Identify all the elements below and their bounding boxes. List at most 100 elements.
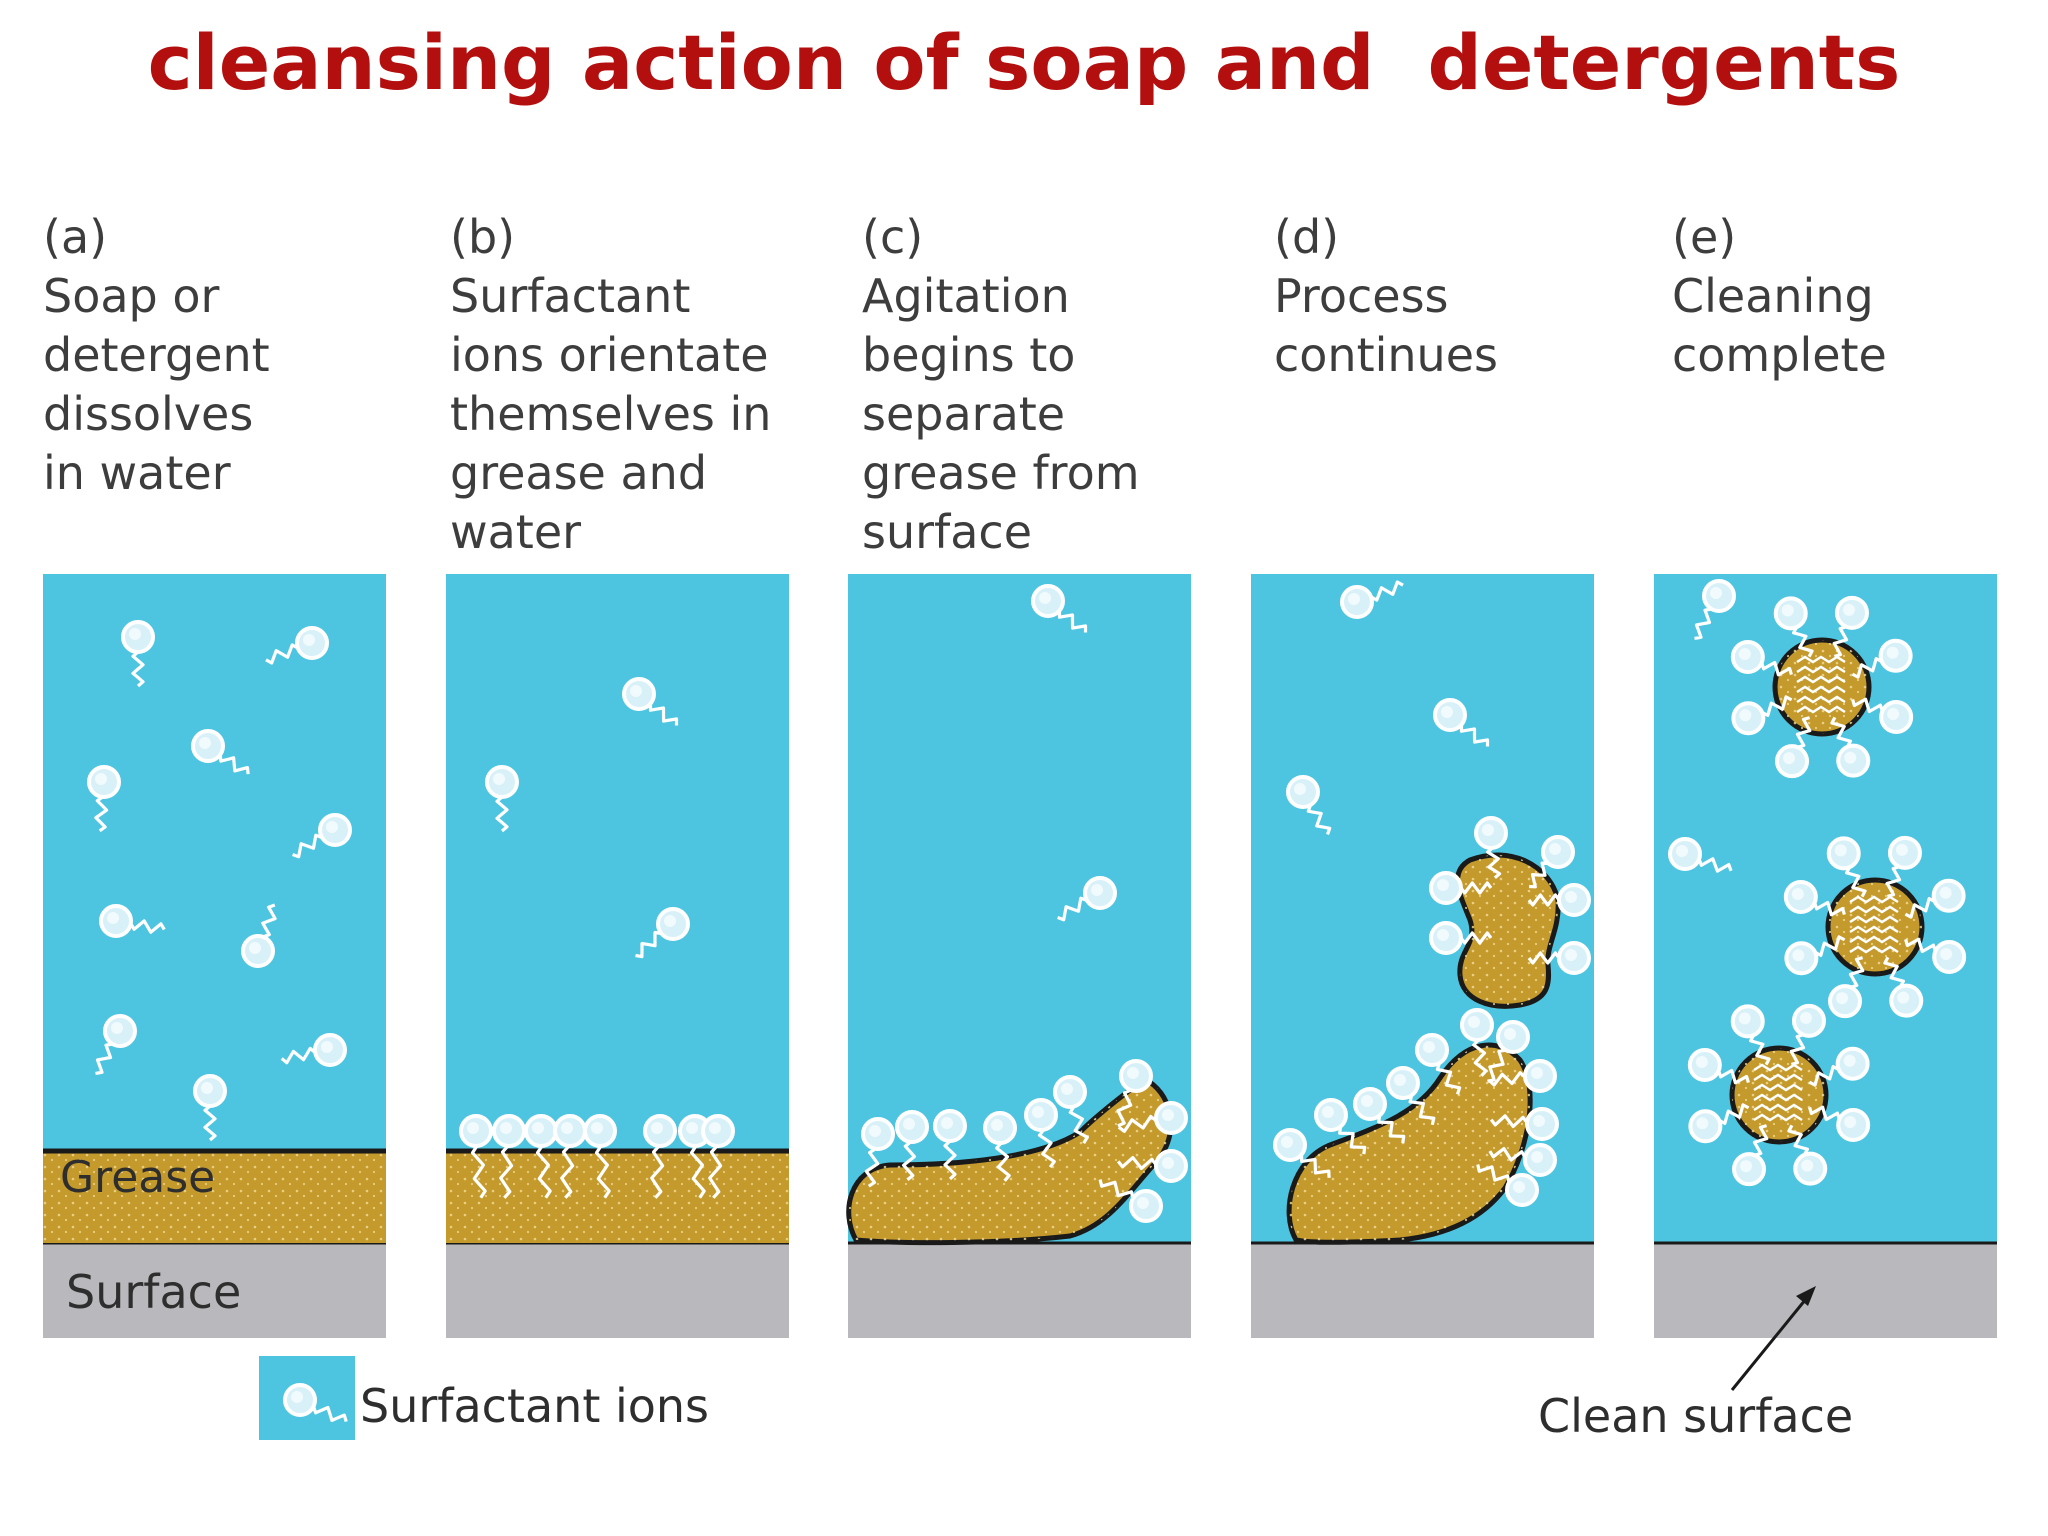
surfactant-ion-icon: [861, 1117, 895, 1188]
grease-blob-c-texture: [848, 1078, 1171, 1243]
surfactant-ion-icon: [1476, 1164, 1539, 1207]
micelle-3-inner-tail: [1753, 1083, 1803, 1092]
panel-e-description: Cleaning complete: [1672, 269, 1887, 382]
panel-e-surface: [1654, 1243, 1997, 1338]
surfactant-ion-icon: [283, 1383, 348, 1423]
surfactant-ions-layer: [87, 579, 1967, 1223]
micelle-1-inner-tail: [1796, 685, 1846, 694]
surfactant-ion-icon: [485, 765, 519, 833]
micelle-1-ion: [1773, 596, 1814, 658]
surfactant-ion-icon: [1386, 1066, 1436, 1126]
panel-a-description: Soap or detergent dissolves in water: [43, 269, 270, 500]
legend: Surfactant ions: [259, 1356, 709, 1440]
surfactant-ion-icon: [1488, 1059, 1557, 1093]
surfactant-ion-icon: [191, 729, 250, 775]
legend-ion: [283, 1383, 348, 1423]
micelle-2-inner-tail: [1849, 915, 1899, 924]
surfactant-ion-icon: [643, 1114, 677, 1199]
micelle-3-inner-tail: [1753, 1093, 1803, 1102]
surfactant-ion-icon: [1433, 698, 1490, 747]
surfactant-ion-icon: [1117, 1101, 1188, 1135]
micelle-2-inner-tail: [1849, 945, 1899, 954]
surfactant-ion-icon: [1487, 1020, 1530, 1083]
surfactant-ion-icon: [1668, 837, 1733, 873]
surfactant-ion-icon: [1340, 580, 1404, 619]
micelle-3-inner-tail: [1753, 1113, 1803, 1122]
panel-d-letter: (d): [1274, 210, 1340, 264]
surfactant-ion-icon: [583, 1114, 617, 1199]
micelle-3-ion: [1808, 1105, 1871, 1142]
micelle-1-inner-tail: [1796, 705, 1846, 714]
surfactant-ion-icon: [1053, 1075, 1089, 1145]
grease-label: Grease: [60, 1152, 215, 1203]
micelle-1-ion: [1775, 716, 1812, 779]
micelle-2-inner-tail: [1849, 905, 1899, 914]
micelle-1-ion: [1851, 697, 1914, 734]
panel-a-caption: (a) Soap or detergent dissolves in water: [43, 208, 443, 503]
surfactant-ion-icon: [1286, 775, 1332, 835]
surfactant-ion-icon: [524, 1114, 558, 1199]
panel-d-surface: [1251, 1243, 1594, 1338]
surfactant-ion-icon: [99, 904, 166, 938]
surfactant-ion-icon: [895, 1110, 929, 1182]
surfactant-ion-icon: [553, 1114, 587, 1199]
micelle-2-ion: [1826, 836, 1867, 898]
panel-d-caption: (d) Process continues: [1274, 208, 1674, 385]
micelle-3-ion: [1789, 1003, 1826, 1066]
panel-c-letter: (c): [862, 210, 924, 264]
micelle-3-ion: [1732, 1124, 1769, 1187]
panel-c-caption: (c) Agitation begins to separate grease …: [862, 208, 1262, 562]
legend-label: Surfactant ions: [360, 1379, 709, 1433]
micelle-1-inner-tail: [1796, 695, 1846, 704]
page-title: cleansing action of soap and detergents: [147, 18, 1901, 107]
panel-e-caption: (e) Cleaning complete: [1672, 208, 2048, 385]
surfactant-ion-icon: [635, 907, 690, 959]
panel-b-grease-texture: [446, 1150, 789, 1243]
panel-a-surface: [43, 1243, 386, 1338]
micelle-2-ion: [1784, 935, 1846, 976]
grease-blobs-layer: [846, 637, 1925, 1246]
surface-label: Surface: [66, 1265, 241, 1319]
surfactant-ion-icon: [1116, 1059, 1153, 1128]
panel-c-surface: [848, 1243, 1191, 1338]
micelle-1-ion: [1731, 695, 1793, 736]
micelle-2-inner-tail: [1849, 935, 1899, 944]
surfactant-ion-icon: [95, 1014, 137, 1075]
grease-blob-d-top-texture: [1457, 854, 1559, 1007]
surfactant-ion-icon: [1031, 584, 1088, 633]
clean-surface-arrowhead: [1796, 1286, 1816, 1306]
surfactant-ion-icon: [933, 1109, 967, 1181]
surfactant-ion-icon: [1529, 835, 1575, 889]
panel-b-description: Surfactant ions orientate themselves in …: [450, 269, 772, 559]
surfactant-ion-icon: [1429, 871, 1493, 905]
surfactant-ion-icon: [265, 626, 329, 665]
surfactant-ion-icon: [459, 1114, 493, 1199]
panel-b-letter: (b): [450, 210, 516, 264]
surfactant-ion-icon: [1098, 1179, 1163, 1223]
micelle-1-inner-tail: [1796, 665, 1846, 674]
micelle-3-ion: [1808, 1046, 1870, 1087]
micelle-2-inner-tail: [1849, 925, 1899, 934]
surfactant-ion-icon: [241, 903, 277, 968]
clean-surface-label: Clean surface: [1538, 1389, 1853, 1443]
micelle-2-ion: [1904, 878, 1966, 919]
surfactant-ion-icon: [1314, 1098, 1367, 1155]
surfactant-ion-icon: [1527, 883, 1591, 917]
panel-c-description: Agitation begins to separate grease from…: [862, 269, 1140, 559]
surfactant-ion-icon: [292, 813, 352, 859]
micelle-2-ion: [1883, 956, 1924, 1018]
surfactant-ion-icon: [1415, 1033, 1462, 1095]
micelle-2-ion: [1885, 835, 1922, 898]
micelle-3-ion: [1730, 1004, 1771, 1066]
micelle-3-inner-tail: [1753, 1073, 1803, 1082]
surfactant-ion-icon: [1024, 1098, 1058, 1169]
micelle-3-ion: [1787, 1124, 1828, 1186]
micelle-1-ion: [1832, 595, 1869, 658]
panel-b-caption: (b) Surfactant ions orientate themselves…: [450, 208, 850, 562]
micelle-1-ion: [1830, 716, 1871, 778]
surfactant-ion-icon: [121, 620, 155, 688]
surfactant-ion-icon: [1116, 1149, 1188, 1183]
panel-d-description: Process continues: [1274, 269, 1498, 382]
surfactant-ion-icon: [1460, 1008, 1494, 1077]
surfactant-ion-icon: [1527, 941, 1591, 975]
